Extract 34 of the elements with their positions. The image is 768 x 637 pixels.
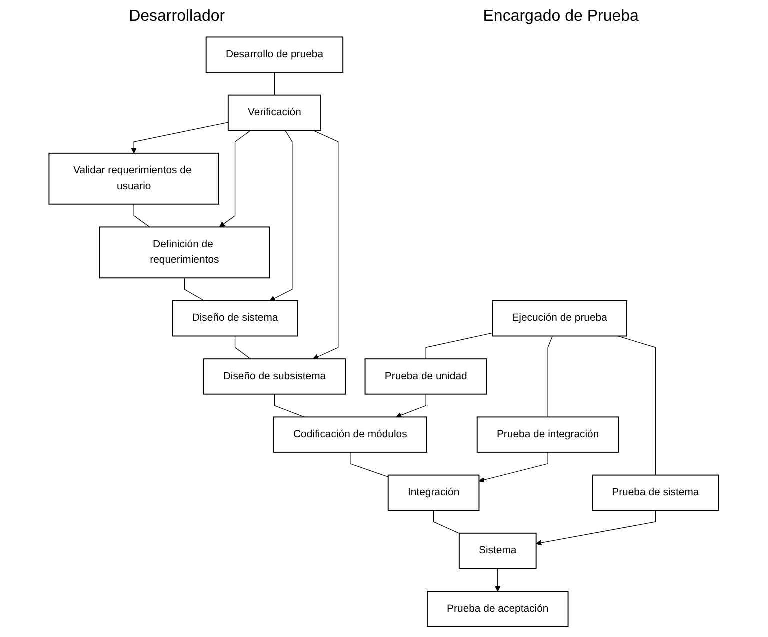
connector bbox=[350, 452, 389, 478]
node-box: Prueba de unidad bbox=[364, 358, 488, 395]
arrow bbox=[396, 394, 426, 418]
arrow bbox=[313, 130, 339, 360]
node-box: Prueba de sistema bbox=[592, 474, 720, 512]
node-box: Ejecución de prueba bbox=[492, 300, 628, 337]
connector bbox=[234, 336, 252, 360]
column-heading: Encargado de Prueba bbox=[483, 8, 639, 26]
node-box: Validar requerimientos de usuario bbox=[48, 152, 220, 205]
node-box: Diseño de subsistema bbox=[203, 358, 346, 395]
connector bbox=[433, 510, 460, 534]
node-box: Codificación de módulos bbox=[273, 416, 428, 453]
node-box: Integración bbox=[388, 474, 480, 512]
arrow bbox=[478, 452, 548, 483]
node-box: Sistema bbox=[458, 532, 537, 570]
connector bbox=[134, 204, 150, 228]
connector bbox=[618, 336, 656, 476]
arrow bbox=[270, 130, 293, 302]
node-box: Prueba de integración bbox=[476, 416, 620, 453]
arrow bbox=[219, 130, 252, 228]
node-box: Diseño de sistema bbox=[172, 300, 298, 337]
node-box: Prueba de aceptación bbox=[426, 591, 569, 628]
arrow bbox=[131, 122, 229, 154]
arrow bbox=[536, 510, 656, 546]
arrow bbox=[495, 568, 501, 592]
connector bbox=[426, 332, 493, 360]
column-heading: Desarrollador bbox=[129, 8, 226, 26]
connector bbox=[274, 394, 305, 418]
connector bbox=[274, 72, 276, 96]
connector bbox=[184, 278, 205, 302]
node-box: Verificación bbox=[228, 94, 322, 132]
node-box: Definición de requerimientos bbox=[99, 226, 270, 279]
connector bbox=[548, 336, 553, 418]
node-box: Desarrollo de prueba bbox=[206, 36, 344, 73]
